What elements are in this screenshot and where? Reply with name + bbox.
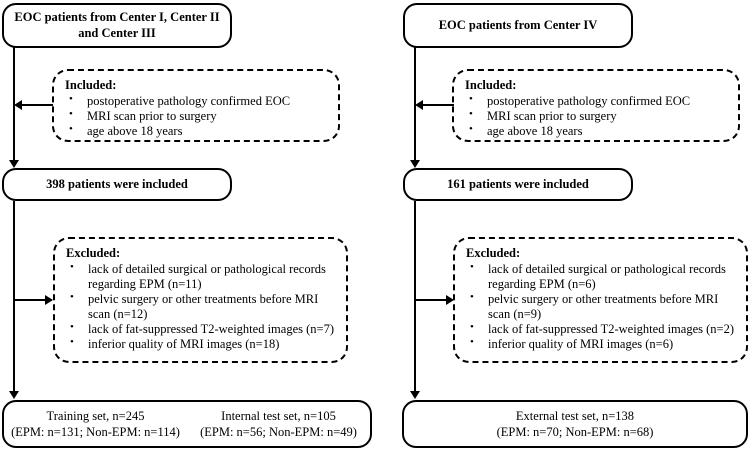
left-results-split: Training set, n=245 (EPM: n=131; Non-EPM… — [4, 402, 370, 446]
left-included-connector — [22, 104, 53, 106]
left-included-criteria: Included: postoperative pathology confir… — [54, 71, 338, 145]
left-source-box: EOC patients from Center I, Center II an… — [2, 3, 232, 48]
training-set-cell: Training set, n=245 (EPM: n=131; Non-EPM… — [4, 408, 187, 441]
right-arrow-to-count — [410, 160, 420, 168]
right-included-box: Included: postoperative pathology confir… — [452, 69, 740, 142]
left-excluded-arrowhead — [45, 295, 53, 305]
left-count-label: 398 patients were included — [46, 176, 188, 191]
right-excluded-arrowhead — [446, 295, 454, 305]
left-included-arrowhead — [14, 100, 22, 110]
right-included-criteria: Included: postoperative pathology confir… — [454, 71, 738, 145]
list-item: lack of fat-suppressed T2-weighted image… — [466, 321, 738, 337]
internal-test-set-line2: (EPM: n=56; Non-EPM: n=49) — [200, 425, 357, 439]
list-item: lack of detailed surgical or pathologica… — [66, 261, 338, 292]
right-excluded-heading: Excluded: — [466, 246, 521, 260]
left-arrow-to-results — [9, 391, 19, 399]
list-item: pelvic surgery or other treatments befor… — [466, 291, 738, 322]
right-excluded-box: Excluded: lack of detailed surgical or p… — [453, 237, 748, 363]
list-item: lack of detailed surgical or pathologica… — [466, 261, 738, 292]
external-test-set-line1: External test set, n=138 — [515, 408, 635, 423]
training-set-line1: Training set, n=245 — [46, 408, 145, 423]
list-item: postoperative pathology confirmed EOC — [65, 93, 330, 109]
left-excluded-heading: Excluded: — [66, 246, 121, 260]
left-included-box: Included: postoperative pathology confir… — [52, 69, 340, 142]
right-count-box: 161 patients were included — [403, 168, 633, 201]
right-results-split: External test set, n=138 (EPM: n=70; Non… — [404, 402, 746, 446]
list-item: MRI scan prior to surgery — [65, 108, 330, 124]
right-count-label: 161 patients were included — [447, 176, 589, 191]
left-included-heading: Included: — [65, 78, 117, 92]
right-excluded-connector — [415, 299, 448, 301]
internal-test-set-cell: Internal test set, n=105 (EPM: n=56; Non… — [187, 408, 370, 441]
right-excluded-criteria: Excluded: lack of detailed surgical or p… — [455, 239, 746, 358]
list-item: lack of fat-suppressed T2-weighted image… — [66, 321, 338, 337]
right-included-heading: Included: — [465, 78, 517, 92]
left-excluded-box: Excluded: lack of detailed surgical or p… — [53, 237, 348, 363]
list-item: pelvic surgery or other treatments befor… — [66, 291, 338, 322]
list-item: age above 18 years — [465, 123, 730, 139]
internal-test-set-line1: Internal test set, n=105 — [221, 408, 336, 423]
right-included-list: postoperative pathology confirmed EOC MR… — [465, 93, 730, 139]
right-source-label: EOC patients from Center IV — [438, 17, 598, 32]
left-excluded-connector — [14, 299, 47, 301]
training-set-line2: (EPM: n=131; Non-EPM: n=114) — [11, 425, 180, 439]
right-results-box: External test set, n=138 (EPM: n=70; Non… — [402, 400, 748, 448]
list-item: age above 18 years — [65, 123, 330, 139]
left-spine-lower — [13, 201, 15, 393]
left-included-list: postoperative pathology confirmed EOC MR… — [65, 93, 330, 139]
list-item: inferior quality of MRI images (n=6) — [466, 336, 738, 352]
left-arrow-to-count — [9, 160, 19, 168]
left-results-box: Training set, n=245 (EPM: n=131; Non-EPM… — [2, 400, 372, 448]
right-source-box: EOC patients from Center IV — [403, 3, 633, 48]
list-item: postoperative pathology confirmed EOC — [465, 93, 730, 109]
left-count-box: 398 patients were included — [2, 168, 232, 201]
right-included-connector — [423, 104, 454, 106]
right-arrow-to-results — [410, 391, 420, 399]
left-excluded-criteria: Excluded: lack of detailed surgical or p… — [55, 239, 346, 358]
right-spine-lower — [414, 201, 416, 393]
right-included-arrowhead — [415, 100, 423, 110]
left-excluded-list: lack of detailed surgical or pathologica… — [66, 261, 338, 352]
external-test-set-cell: External test set, n=138 (EPM: n=70; Non… — [404, 408, 746, 441]
right-excluded-list: lack of detailed surgical or pathologica… — [466, 261, 738, 352]
list-item: MRI scan prior to surgery — [465, 108, 730, 124]
left-source-label: EOC patients from Center I, Center II an… — [14, 9, 220, 40]
list-item: inferior quality of MRI images (n=18) — [66, 336, 338, 352]
external-test-set-line2: (EPM: n=70; Non-EPM: n=68) — [496, 425, 654, 439]
